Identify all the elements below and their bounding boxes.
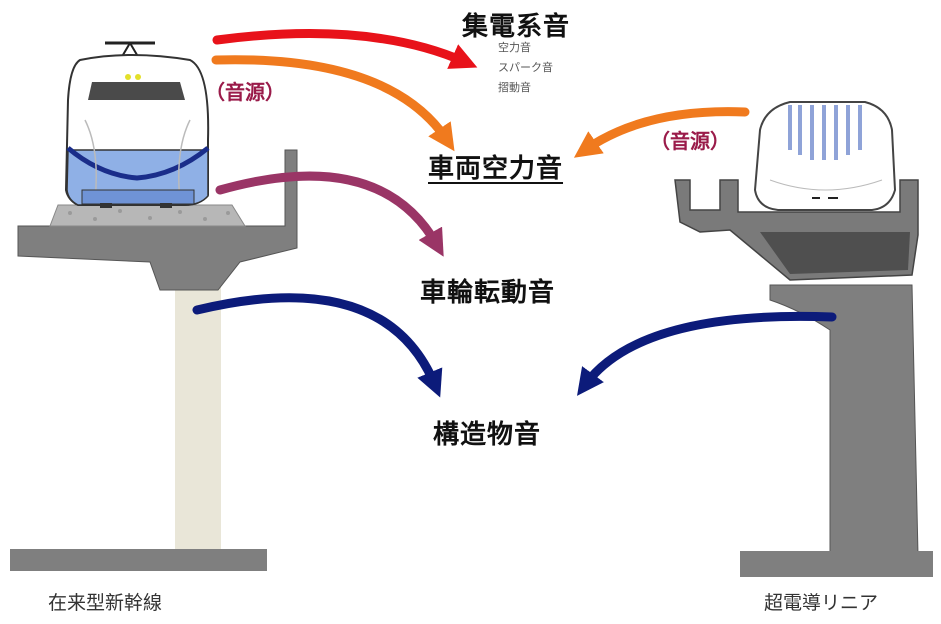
structure-noise-label: 構造物音: [433, 420, 542, 450]
pantograph-sub-sliding: 摺動音: [498, 81, 531, 94]
ballast: [49, 204, 246, 227]
wheel-noise-label: 車輪転動音: [420, 278, 556, 308]
pillar: [175, 285, 221, 553]
sound-source-left: （音源）: [205, 80, 285, 104]
caption-conventional-shinkansen: 在来型新幹線: [48, 592, 163, 614]
ground-slab-right: [740, 551, 933, 577]
arrow-aero-right-orange: [573, 107, 750, 158]
ground-slab-left: [10, 549, 267, 571]
arrow-wheel-purple: [215, 171, 444, 257]
arrow-pantograph-red: [212, 29, 478, 69]
pantograph-sub-aero: 空力音: [498, 41, 531, 54]
maglev-guideway: [674, 179, 933, 577]
shinkansen-train: [64, 41, 210, 208]
aero-noise-label: 車両空力音: [428, 154, 564, 184]
pantograph-sub-spark: スパーク音: [498, 61, 553, 74]
arrow-structure-left-navy: [192, 293, 443, 398]
arrow-aero-left-orange: [211, 55, 455, 152]
arrow-structure-right-navy: [577, 311, 837, 396]
shinkansen-viaduct: [10, 149, 298, 571]
maglev-train: [753, 101, 897, 211]
pier: [769, 284, 919, 556]
sound-source-right: （音源）: [650, 129, 730, 153]
caption-superconducting-maglev: 超電導リニア: [764, 592, 879, 614]
pantograph-noise-label: 集電系音: [462, 12, 571, 42]
